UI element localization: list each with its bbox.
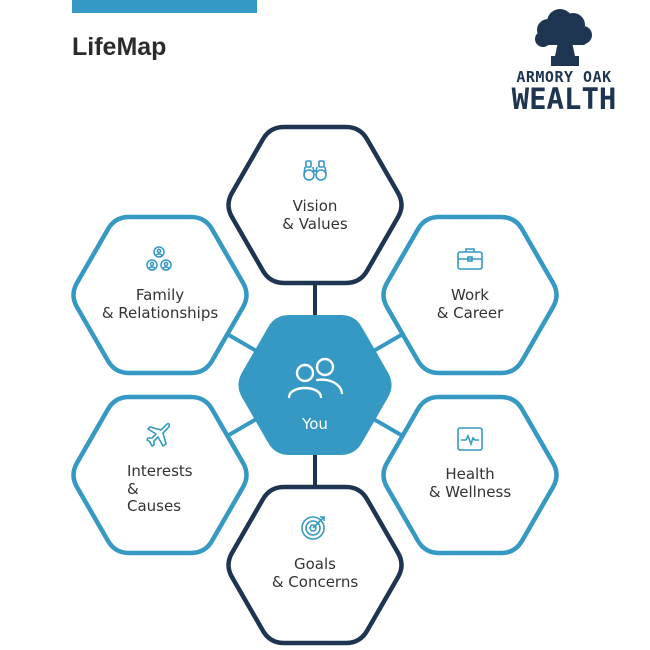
node-family-relationships: Family& Relationships <box>101 286 219 322</box>
node-work-career: Work& Career <box>436 286 504 322</box>
node-goals-concerns: Goals& Concerns <box>271 555 359 591</box>
hexagon-family <box>71 214 249 376</box>
binoculars-icon <box>303 160 327 181</box>
top-accent-bar <box>72 0 257 13</box>
people-icon <box>287 357 344 399</box>
hexagon-interests <box>71 394 249 556</box>
node-interests-causes: Interests&Causes <box>127 462 193 515</box>
airplane-icon <box>146 422 171 447</box>
hexagon-health <box>381 394 559 556</box>
logo-wordmark-bottom: WEALTH <box>511 82 617 116</box>
hexagon-goals <box>226 484 404 646</box>
hexagon-work <box>381 214 559 376</box>
heart-monitor-icon <box>457 427 483 451</box>
company-logo: ARMORY OAK WEALTH <box>503 6 625 116</box>
node-vision-values: Vision& Values <box>282 197 348 233</box>
hexagon-center <box>238 315 392 455</box>
logo-wordmark-top: ARMORY OAK <box>516 68 612 86</box>
node-health-wellness: Health& Wellness <box>428 465 512 501</box>
oak-tree-icon <box>535 9 592 66</box>
briefcase-icon <box>457 248 483 270</box>
family-icon <box>146 246 172 271</box>
hexagon-vision <box>226 124 404 286</box>
target-icon <box>301 516 325 540</box>
page-title: LifeMap <box>72 33 167 61</box>
center-you: You <box>302 415 328 433</box>
